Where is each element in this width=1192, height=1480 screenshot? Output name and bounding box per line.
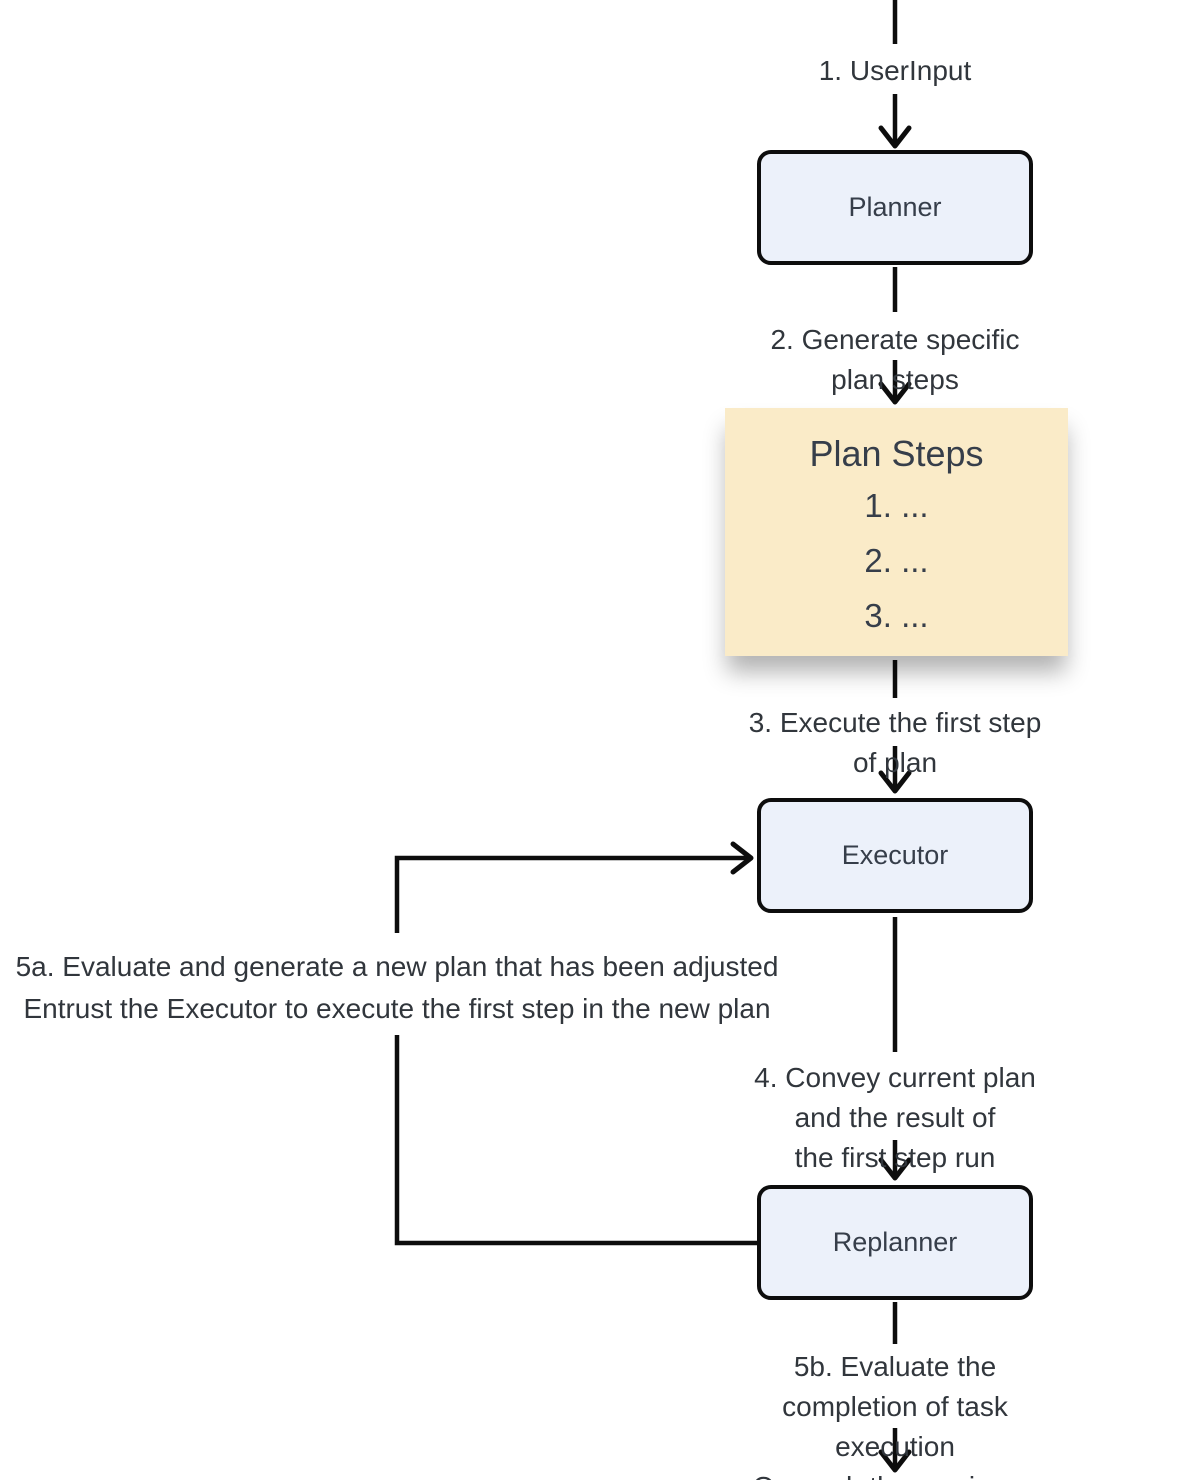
edge-label-convey-result: 4. Convey current plan and the result of…: [754, 1062, 1036, 1173]
edge-replanner-loop-lower: [394, 1035, 757, 1246]
edge-label-completion: 5b. Evaluate the completion of task exec…: [753, 1351, 1038, 1480]
plan-steps-title: Plan Steps: [809, 433, 984, 474]
node-replanner-label: Replanner: [832, 1227, 958, 1257]
plan-steps-item: 3. ...: [864, 597, 929, 634]
edge-label-replan-loop: 5a. Evaluate and generate a new plan tha…: [15, 951, 779, 1024]
plan-steps-item: 2. ...: [864, 542, 929, 579]
edge-replanner-loop-to-executor: [394, 841, 754, 933]
node-planner: Planner: [757, 150, 1033, 265]
node-plan-steps: Plan Steps 1. ... 2. ... 3. ...: [725, 408, 1068, 656]
edge-label-userinput: 1. UserInput: [818, 55, 972, 86]
node-replanner: Replanner: [757, 1185, 1033, 1300]
node-executor-label: Executor: [841, 840, 949, 870]
edge-label-generate-plan: 2. Generate specific plan steps: [770, 324, 1020, 395]
edge-label-execute-first: 3. Execute the first step of plan: [748, 707, 1042, 778]
plan-steps-item: 1. ...: [864, 487, 929, 524]
node-executor: Executor: [757, 798, 1033, 913]
node-planner-label: Planner: [848, 192, 942, 222]
